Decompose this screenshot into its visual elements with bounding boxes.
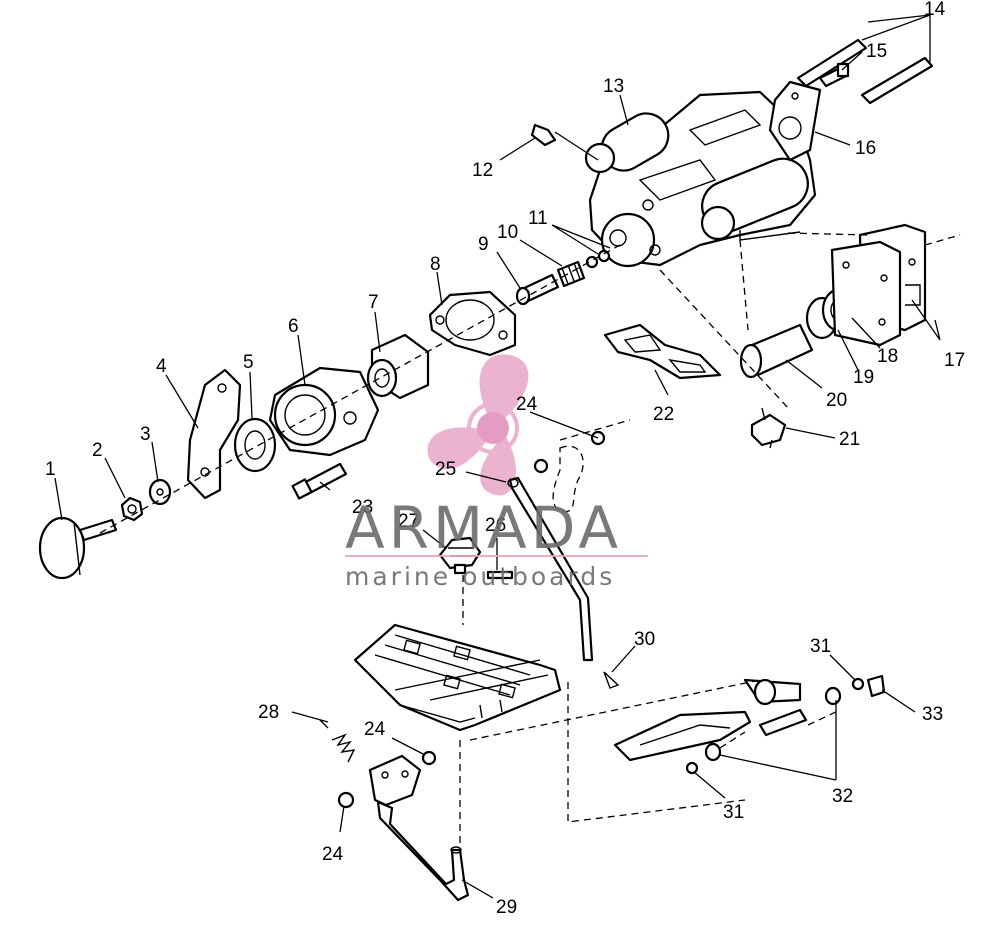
callout-15: 15 [866,41,887,62]
hairpin-clip [603,671,620,689]
link-rod [507,476,594,662]
return-spring [319,719,356,763]
callout-29: 29 [496,897,517,918]
callout-17: 17 [944,350,965,371]
cam-housing [268,366,380,457]
watermark-text: ARMADA marine outboards [345,494,648,591]
callout-10: 10 [497,222,518,243]
watermark-brand: ARMADA [345,494,622,562]
pump-housing [584,90,817,268]
part-callouts: 1 2 3 4 5 6 7 8 9 10 11 12 13 14 15 16 1… [45,0,965,918]
assembly-lines [99,232,961,848]
long-bolt [291,462,348,500]
small-pin [486,570,514,580]
callout-5: 5 [243,352,254,373]
pedal-grate [353,623,562,732]
callout-19: 19 [853,367,874,388]
callout-24a: 24 [516,394,538,415]
callout-7: 7 [368,292,379,313]
callout-21: 21 [839,429,860,450]
callout-8: 8 [430,254,441,275]
callout-32: 32 [832,786,853,807]
callout-20: 20 [826,390,847,411]
lever-plate [186,368,242,500]
callout-1: 1 [45,459,56,480]
grip-knob [438,536,482,575]
callout-11: 11 [528,208,548,229]
leader-lines [54,14,941,899]
screw [530,123,557,147]
callout-24b: 24 [364,719,386,740]
cylinder [739,323,814,379]
mounting-plate [768,80,822,162]
callout-25: 25 [435,459,456,480]
callout-28: 28 [258,702,279,723]
callout-23: 23 [352,497,373,518]
bolt [818,62,850,88]
pedal-lever [368,754,470,902]
callout-9: 9 [478,234,489,255]
callout-24c: 24 [322,844,344,865]
callout-31a: 31 [810,636,831,657]
callout-4: 4 [156,356,167,377]
callout-26: 26 [485,515,506,536]
gasket [428,290,517,357]
callout-18: 18 [877,346,898,367]
callout-27: 27 [398,511,419,532]
seal [233,417,277,473]
mounting-plates [830,223,927,347]
washers [337,430,606,809]
callout-12: 12 [472,160,493,181]
callout-2: 2 [92,440,103,461]
callout-16: 16 [855,138,876,159]
nut [120,496,144,522]
bracket [603,323,722,380]
callout-30: 30 [634,629,655,650]
callout-13: 13 [603,76,624,97]
washer [148,478,172,506]
sensor [750,407,787,449]
spring-clip-outline [552,445,584,513]
watermark-tagline: marine outboards [345,562,615,591]
knob [38,516,118,580]
callout-14: 14 [924,0,946,20]
callout-6: 6 [288,316,299,337]
callout-33: 33 [922,704,943,725]
callout-3: 3 [140,424,151,445]
foot-pedal-assembly [613,674,886,775]
watermark-propeller-logo [427,354,529,496]
bushing [366,333,430,400]
callout-31b: 31 [723,802,744,823]
pins [796,38,934,105]
callout-22: 22 [653,404,674,425]
